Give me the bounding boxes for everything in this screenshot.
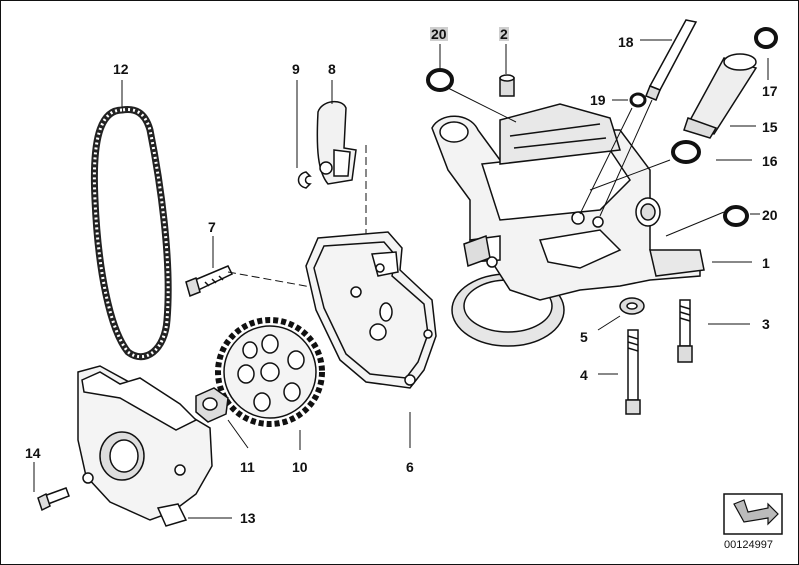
callout-8[interactable]: 8 [328,61,336,77]
callout-16[interactable]: 16 [762,153,778,169]
leader-5 [597,315,621,331]
part-8-tensioner-rail [316,100,357,185]
callout-13[interactable]: 13 [240,510,256,526]
diagram-number: 00124997 [724,539,773,551]
callout-2[interactable]: 2 [499,26,509,42]
part-18-pipe [645,19,698,101]
callout-12[interactable]: 12 [113,61,129,77]
part-16-oring [671,140,701,164]
part-9-clip [297,171,312,189]
pointer-16 [589,159,671,191]
part-19-oring [629,92,647,108]
callout-9[interactable]: 9 [292,61,300,77]
callout-7[interactable]: 7 [208,219,216,235]
callout-3[interactable]: 3 [762,316,770,332]
part-2-dowel-sleeve [499,74,515,97]
next-diagram-arrow-icon[interactable] [723,493,783,535]
part-6-cover-plate [305,231,437,389]
callout-19[interactable]: 19 [590,92,606,108]
part-5-washer [619,297,645,315]
callout-20-top[interactable]: 20 [430,26,448,42]
pointer-20-top [447,87,517,123]
part-20-oring-right [723,205,749,227]
callout-1[interactable]: 1 [762,255,770,271]
pointer-18 [599,99,653,217]
callout-17[interactable]: 17 [762,83,778,99]
callout-20-right[interactable]: 20 [762,207,778,223]
part-3-bolt [677,299,693,363]
callout-11[interactable]: 11 [240,459,255,475]
callout-15[interactable]: 15 [762,119,778,135]
callout-10[interactable]: 10 [292,459,308,475]
part-1-oil-pump [431,103,705,347]
pointer-20-right [665,211,725,237]
callout-4[interactable]: 4 [580,367,588,383]
part-7-bolt [185,265,234,298]
callout-14[interactable]: 14 [25,445,41,461]
callout-18[interactable]: 18 [618,34,634,50]
part-4-long-bolt [625,329,641,415]
part-12-chain [90,106,172,361]
callout-5[interactable]: 5 [580,329,588,345]
part-14-bolt [37,487,70,512]
leader-11 [227,419,249,449]
part-13-front-cover [77,365,213,527]
part-20-oring-top [426,68,454,92]
part-15-intake-pipe [683,53,758,139]
part-11-nut [195,387,229,423]
part-10-sprocket [215,317,325,427]
pointer-19 [579,107,633,215]
part-17-oring [754,27,778,49]
callout-6[interactable]: 6 [406,459,414,475]
